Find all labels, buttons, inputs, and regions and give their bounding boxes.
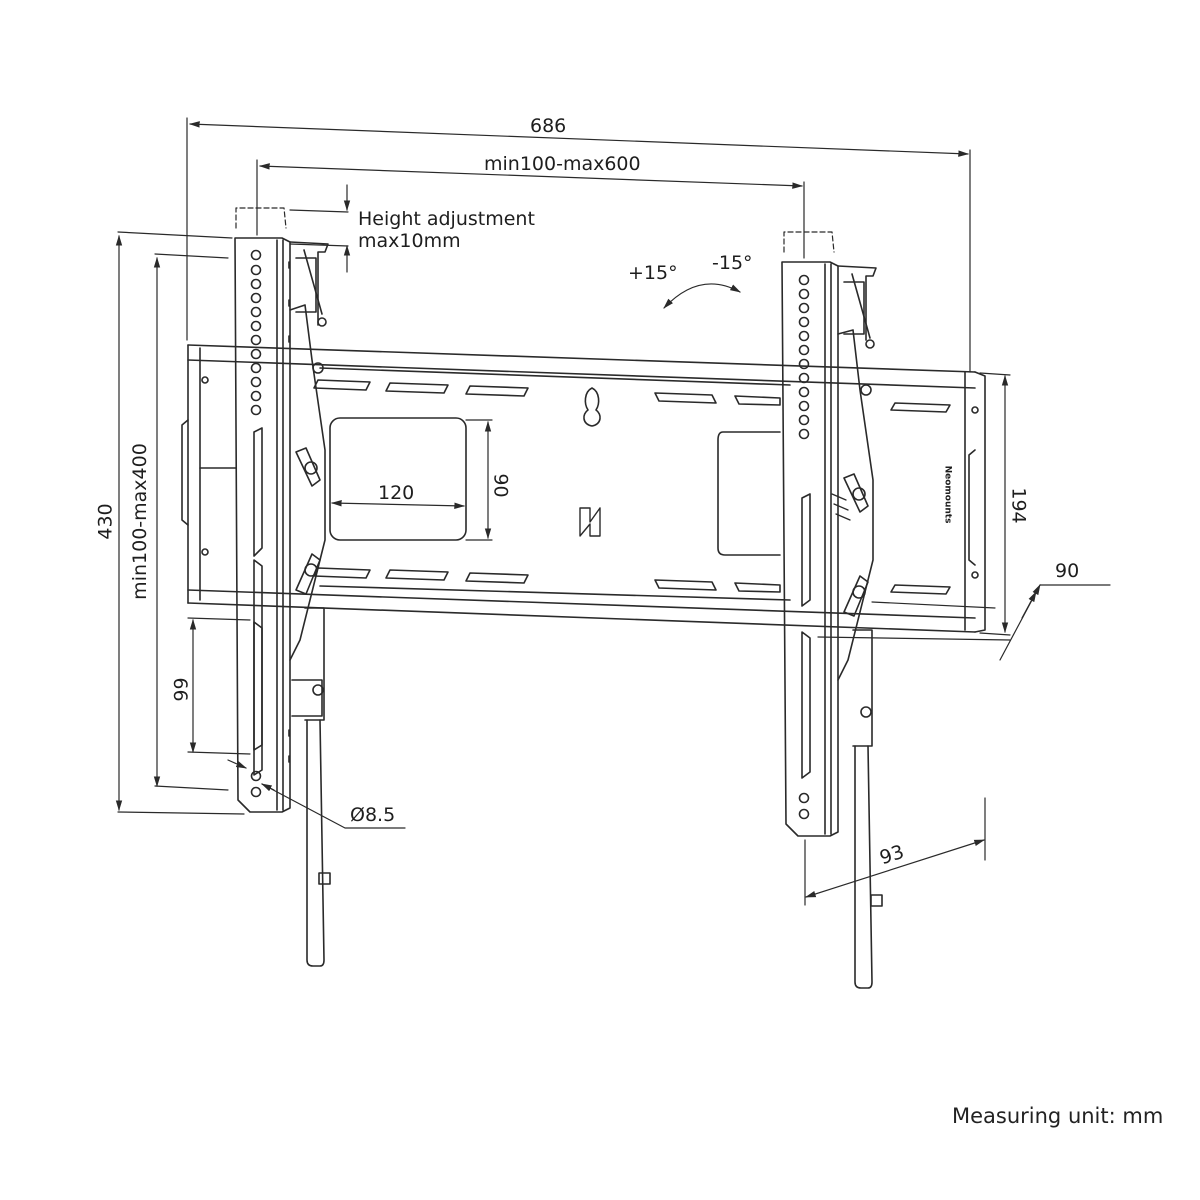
right-arm xyxy=(781,261,883,989)
label-height-adjustment-max: max10mm xyxy=(358,230,461,252)
left-arm xyxy=(234,237,331,967)
label-hole-diameter: Ø8.5 xyxy=(350,804,396,826)
label-tilt-minus: -15° xyxy=(712,252,753,274)
label-wall-depth: 90 xyxy=(1055,560,1080,582)
label-height-adjustment: Height adjustment xyxy=(358,208,535,230)
label-arm-spacing: min100-max600 xyxy=(484,153,641,175)
measuring-unit-note: Measuring unit: mm xyxy=(952,1104,1164,1128)
label-arm-vesa-range: min100-max400 xyxy=(128,443,151,600)
label-cutout-width: 120 xyxy=(378,482,415,504)
label-slot-spacing: 99 xyxy=(170,677,193,702)
brand-side-text: Neomounts xyxy=(942,465,953,524)
label-arm-height: 430 xyxy=(94,503,117,540)
label-cutout-height: 90 xyxy=(489,473,512,498)
label-plate-height: 194 xyxy=(1007,487,1030,524)
wall-plate xyxy=(181,344,986,633)
label-overall-width: 686 xyxy=(530,115,567,137)
dimension-lines xyxy=(115,117,1111,906)
label-tilt-plus: +15° xyxy=(628,262,678,284)
